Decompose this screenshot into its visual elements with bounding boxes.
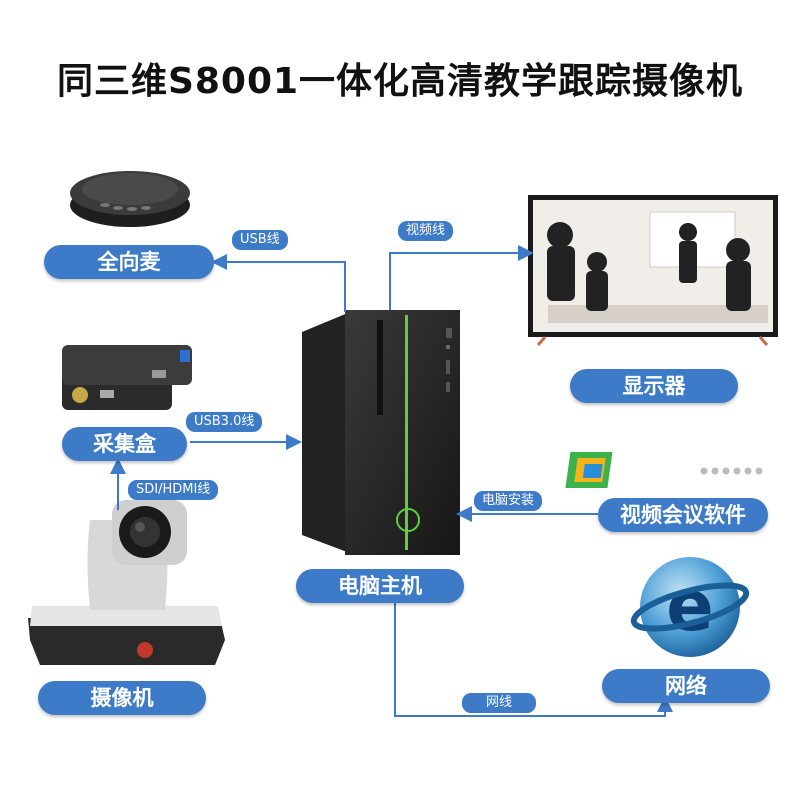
node-pc: 电脑主机 [296,569,464,603]
node-network: 网络 [602,669,770,703]
node-camera: 摄像机 [38,681,206,715]
edge-label-install: 电脑安装 [474,491,542,511]
node-software: 视频会议软件 [598,498,768,532]
node-capture-box: 采集盒 [62,427,187,461]
ptz-camera-icon [28,500,225,665]
edge-label-sdi-hdmi: SDI/HDMI线 [128,480,218,500]
pc-tower-icon [302,310,460,555]
node-mic: 全向麦 [44,245,214,279]
edge-label-usb3: USB3.0线 [186,412,262,432]
video-conference-logo-icon [565,452,762,488]
edge-label-usb: USB线 [232,230,288,250]
edge-label-video: 视频线 [398,221,453,241]
speakerphone-icon [70,171,190,227]
node-display: 显示器 [570,369,738,403]
edge-label-net: 网线 [462,693,536,713]
svg-text:e: e [666,565,713,647]
capture-box-icon [62,345,192,410]
network-globe-icon: e [630,557,750,657]
display-tv-icon [528,195,778,345]
